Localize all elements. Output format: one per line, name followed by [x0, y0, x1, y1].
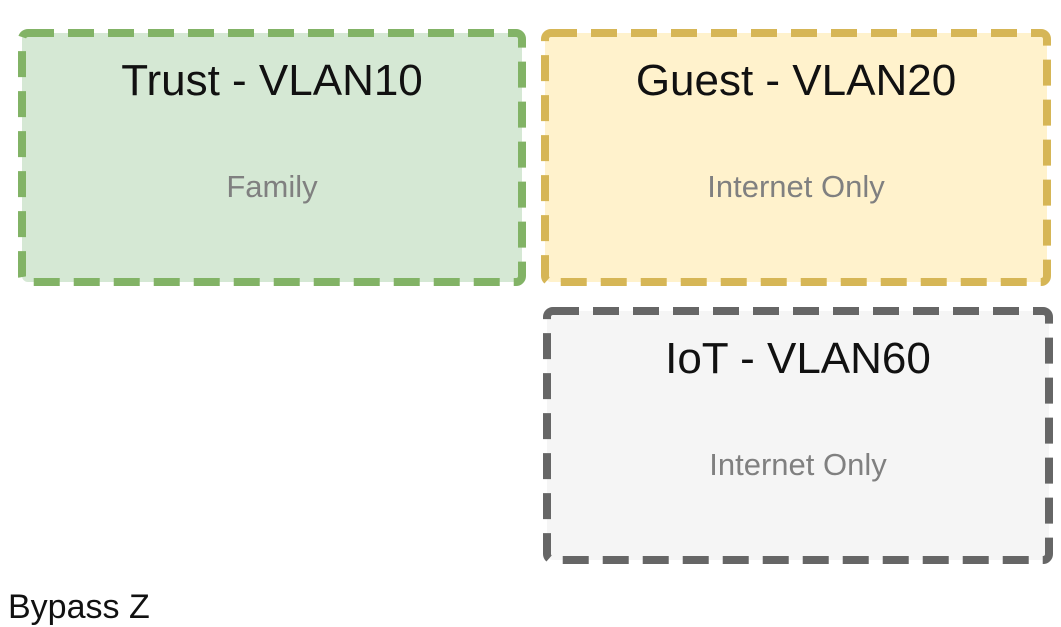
zone-trust-border	[18, 29, 526, 286]
zone-trust: Trust - VLAN10 Family	[18, 29, 526, 286]
zone-guest-description: Internet Only	[707, 169, 885, 204]
zone-guest-border	[541, 29, 1051, 286]
zone-iot-border	[543, 307, 1053, 564]
zone-guest: Guest - VLAN20 Internet Only	[541, 29, 1051, 286]
footer-text: Bypass Z	[8, 588, 150, 626]
zone-trust-title: Trust - VLAN10	[121, 56, 423, 105]
zone-iot-title: IoT - VLAN60	[665, 334, 931, 383]
zone-guest-title: Guest - VLAN20	[635, 56, 957, 105]
zone-iot-description: Internet Only	[709, 447, 887, 482]
zone-trust-description: Family	[226, 169, 318, 204]
zone-iot: IoT - VLAN60 Internet Only	[543, 307, 1053, 564]
